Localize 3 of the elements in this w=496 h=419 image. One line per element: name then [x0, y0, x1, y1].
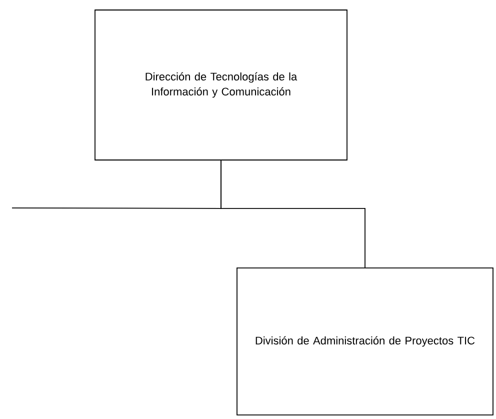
connector-line: [12, 160, 222, 209]
org-box: División de Administración de Proyectos TIC: [236, 268, 494, 416]
org-box: Dirección de Tecnologías de la Información y Comunicación: [94, 10, 348, 160]
